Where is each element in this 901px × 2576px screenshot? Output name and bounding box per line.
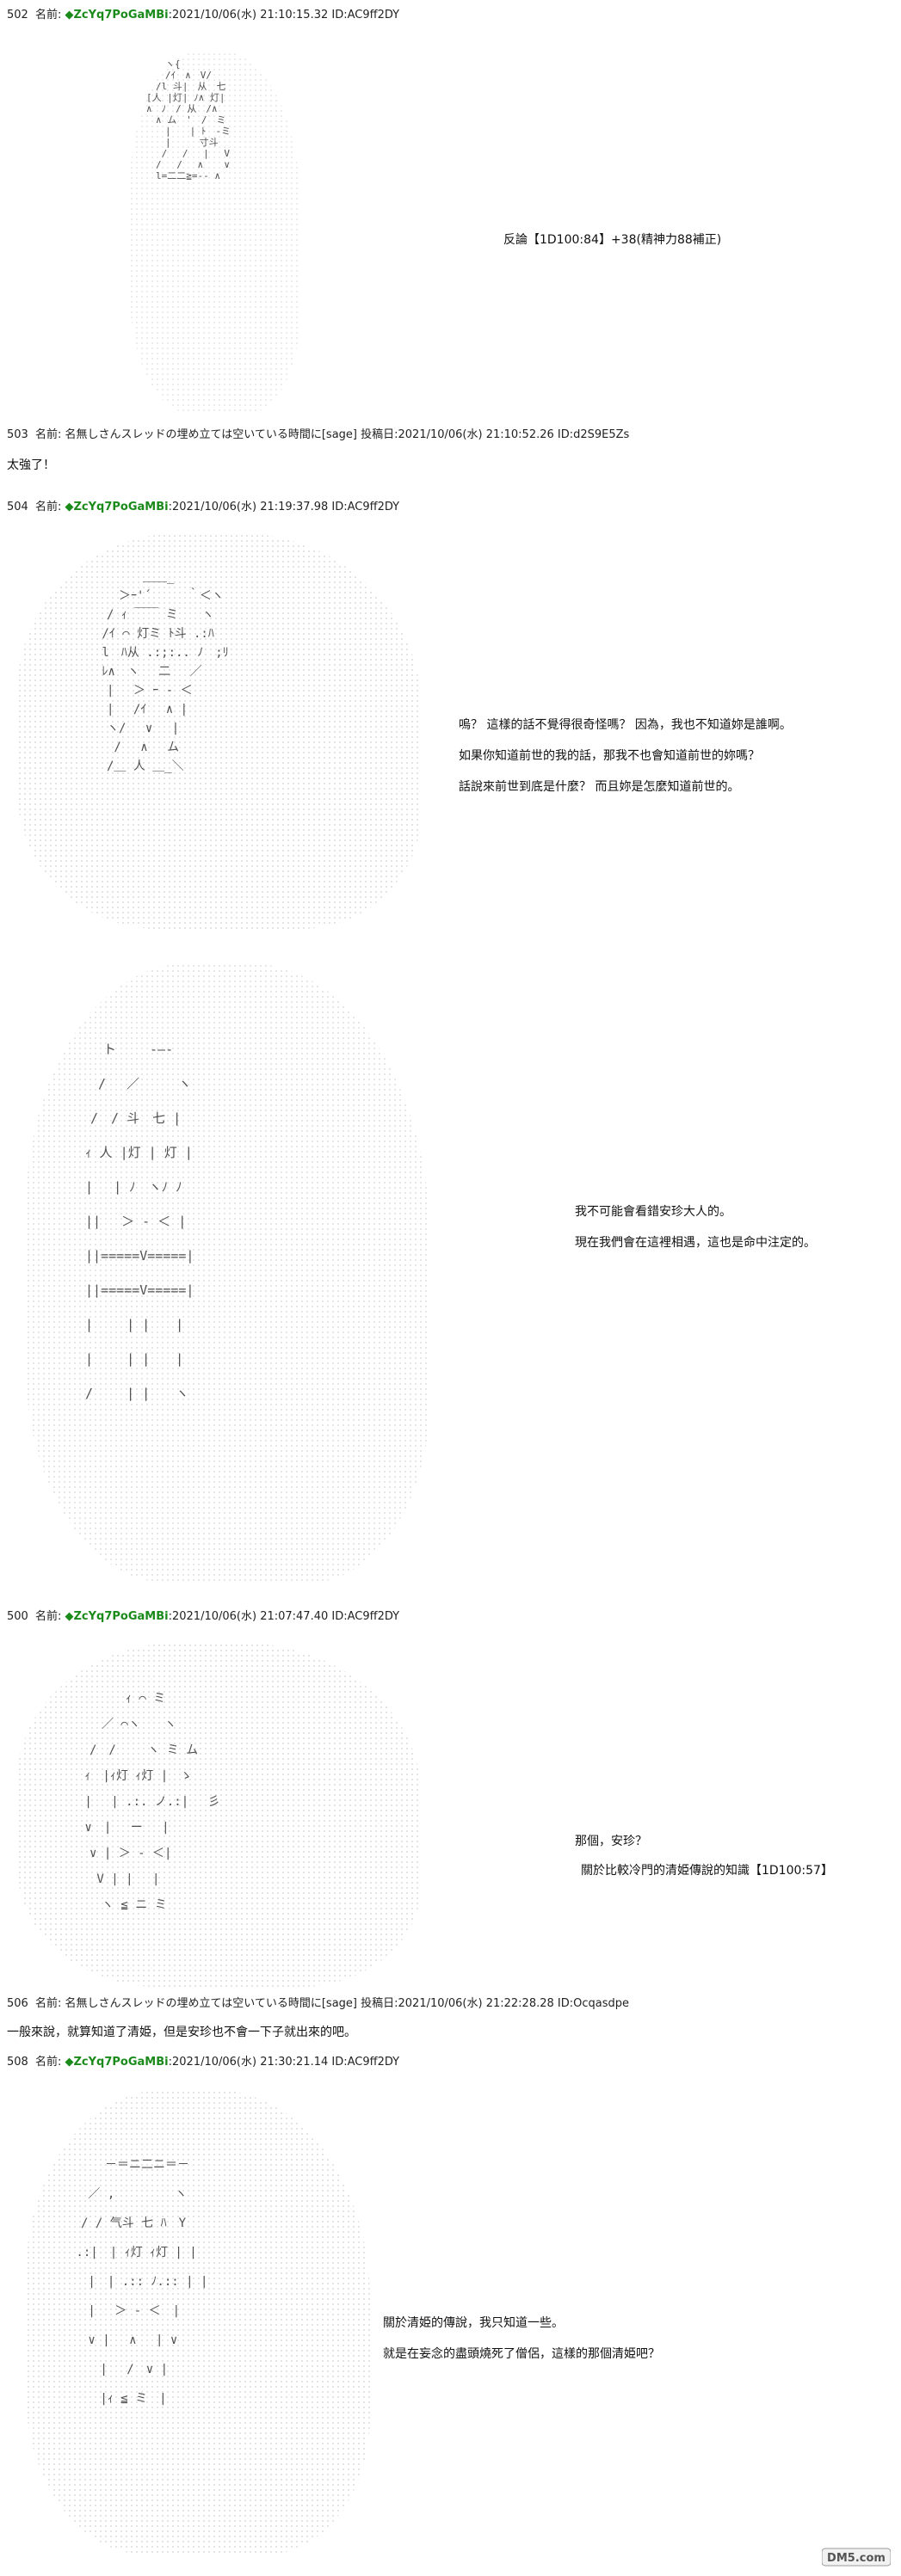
trip-code[interactable]: ZcYq7PoGaMBi [73, 501, 169, 513]
trip-diamond: ◆ [65, 2056, 74, 2069]
name-label: 名前: [34, 501, 62, 513]
name-label: 名前: [34, 428, 62, 441]
ascii-art: －＝ニ二ニ＝－ ／ , ヽ / / 气斗 七 ﾊ Y .:| | ｨ灯 ｨ灯 |… [76, 2158, 208, 2406]
post-header: 508 名前: ◆ZcYq7PoGaMBi:2021/10/06(水) 21:3… [7, 2052, 399, 2069]
post-header: 504 名前: ◆ZcYq7PoGaMBi:2021/10/06(水) 21:1… [7, 497, 399, 513]
ascii-art: ヽ{ /ｲ ∧ V/ /l 斗| 从 七 [人 |灯| ﾉ∧ 灯| ∧ ﾉ / … [146, 58, 231, 181]
ascii-art-shading [129, 52, 301, 413]
post-number: 506 [7, 1997, 28, 2010]
post-line: 我不可能會看錯安珍大人的。 [575, 1205, 731, 1219]
post-meta: :2021/10/06(水) 21:30:21.14 ID:AC9ff2DY [168, 2056, 400, 2069]
post-meta: :2021/10/06(水) 21:07:47.40 ID:AC9ff2DY [168, 1610, 400, 1623]
post-number: 503 [7, 428, 28, 441]
trip-diamond: ◆ [65, 501, 74, 513]
post-meta: 投稿日:2021/10/06(水) 21:10:52.26 ID:d2S9E5Z… [361, 428, 630, 441]
post-line: 話說來前世到底是什麼？ 而且妳是怎麼知道前世的。 [459, 780, 740, 794]
post-line: 就是在妄念的盡頭燒死了僧侶，這樣的那個清姫吧？ [383, 2347, 660, 2361]
post-line: 關於比較冷門的清姫傳說的知識【1D100:57】 [581, 1864, 833, 1878]
ascii-art: ｨ ⌒ ミ ／ ⌒ヽ ヽ / / ヽ ミ ム ｨ |ｨ灯 ｨ灯 | ゝ | | … [84, 1692, 220, 1912]
post-line: 嗚？ 這樣的話不覺得很奇怪嗎？ 因為，我也不知道妳是誰啊。 [459, 718, 792, 732]
poster-name: 名無しさんスレッドの埋め立ては空いている時間に[sage] [65, 428, 357, 441]
ascii-art-shading [26, 963, 430, 1583]
dm5-watermark-logo: DM5.com [822, 2548, 891, 2567]
ascii-art-shading [17, 1643, 422, 1987]
post-number: 502 [7, 9, 28, 22]
poster-name: 名無しさんスレッドの埋め立ては空いている時間に[sage] [65, 1997, 357, 2010]
post-line: 反論【1D100:84】+38(精神力88補正) [503, 233, 722, 247]
ascii-art-shading [17, 533, 422, 929]
post-meta: 投稿日:2021/10/06(水) 21:22:28.28 ID:Ocqasdp… [361, 1997, 629, 2010]
post-number: 508 [7, 2056, 28, 2069]
post-meta: :2021/10/06(水) 21:19:37.98 ID:AC9ff2DY [168, 501, 400, 513]
trip-diamond: ◆ [65, 9, 74, 22]
name-label: 名前: [34, 1997, 62, 2010]
post-line: 現在我們會在這裡相遇，這也是命中注定的。 [575, 1236, 816, 1250]
name-label: 名前: [34, 2056, 62, 2069]
trip-code[interactable]: ZcYq7PoGaMBi [73, 9, 169, 22]
ascii-art: ＿＿_ ＞ｰ'´ ｀＜ヽ / ｨ ￣￣ ミ ヽ /ｲ ⌒ 灯ミ ﾄ斗 .:ﾊ l… [102, 570, 229, 773]
ascii-art-shading [26, 2090, 370, 2554]
name-label: 名前: [34, 1610, 62, 1623]
post-header: 506 名前: 名無しさんスレッドの埋め立ては空いている時間に[sage] 投稿… [7, 1994, 629, 2010]
post-header: 500 名前: ◆ZcYq7PoGaMBi:2021/10/06(水) 21:0… [7, 1607, 399, 1623]
post-line: 那個，安珍？ [575, 1835, 647, 1848]
post-number: 500 [7, 1610, 28, 1623]
ascii-art: ト -―- / ／ ヽ / / 斗 七 | ｨ 人 |灯 | 灯 | | | ﾉ… [85, 1042, 194, 1401]
name-label: 名前: [34, 9, 62, 22]
post-header: 502 名前: ◆ZcYq7PoGaMBi:2021/10/06(水) 21:1… [7, 5, 399, 22]
post-meta: :2021/10/06(水) 21:10:15.32 ID:AC9ff2DY [168, 9, 400, 22]
post-line: 一般來說，就算知道了清姫，但是安珍也不會一下子就出來的吧。 [7, 2026, 356, 2039]
trip-code[interactable]: ZcYq7PoGaMBi [73, 1610, 169, 1623]
trip-code[interactable]: ZcYq7PoGaMBi [73, 2056, 169, 2069]
post-header: 503 名前: 名無しさんスレッドの埋め立ては空いている時間に[sage] 投稿… [7, 425, 629, 441]
post-line: 關於清姫的傳說，我只知道一些。 [383, 2316, 564, 2330]
post-number: 504 [7, 501, 28, 513]
post-line: 如果你知道前世的我的話，那我不也會知道前世的妳嗎？ [459, 749, 760, 763]
trip-diamond: ◆ [65, 1610, 74, 1623]
svg-text:DM5.com: DM5.com [827, 2552, 886, 2565]
post-line: 太強了！ [7, 458, 55, 472]
